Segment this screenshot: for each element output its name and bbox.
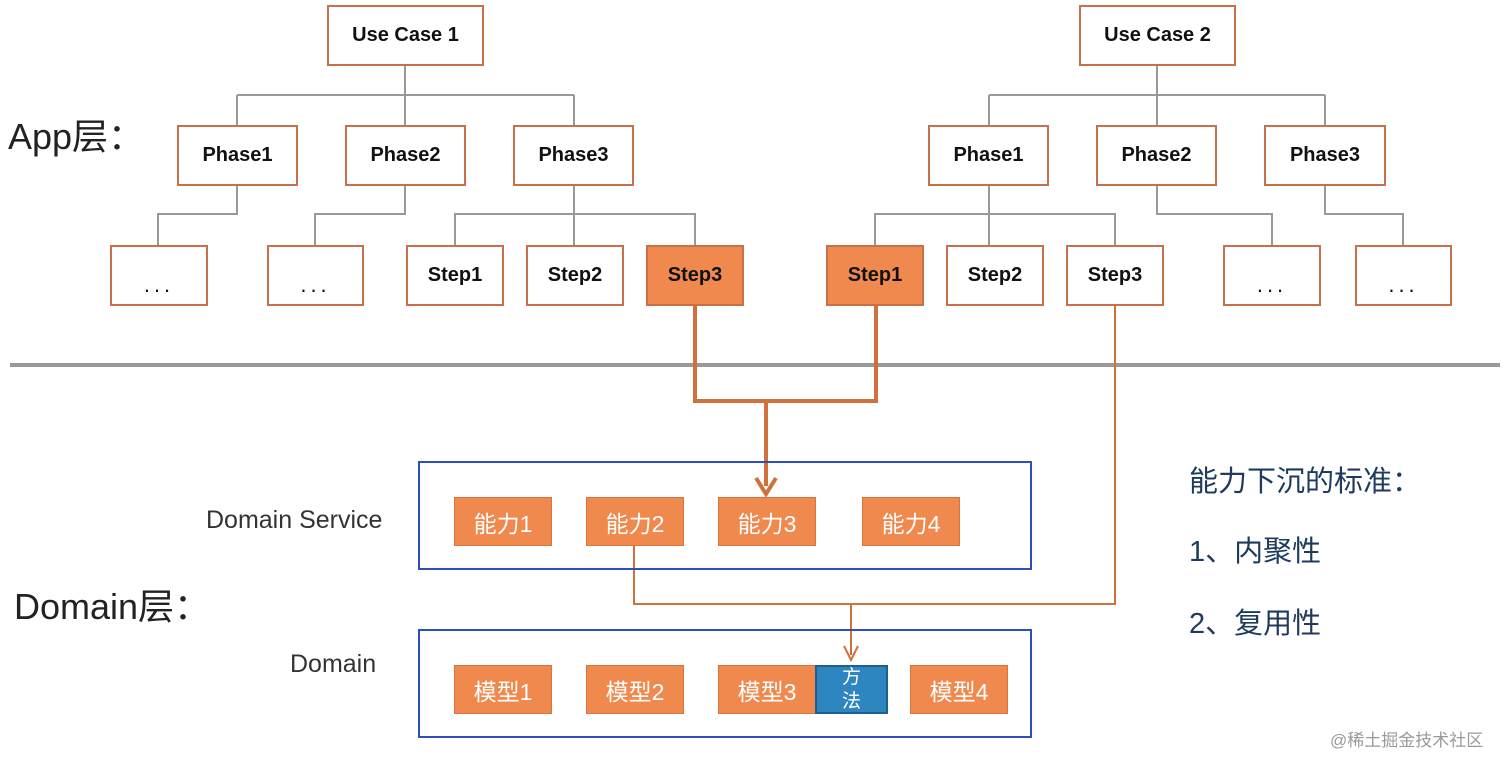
capability-4: 能力4: [862, 497, 960, 546]
model-1: 模型1: [454, 665, 552, 714]
domain-service-frame: [418, 461, 1032, 570]
uc1-phase1-box: Phase1: [177, 125, 298, 186]
uc2-ellipsis-box-2: ...: [1355, 245, 1452, 306]
domain-service-label: Domain Service: [206, 506, 383, 534]
domain-frame: [418, 629, 1032, 738]
uc1-phase3-box: Phase3: [513, 125, 634, 186]
uc1-ellipsis-box-1: ...: [110, 245, 208, 306]
uc2-step3-box: Step3: [1066, 245, 1164, 306]
uc2-step2-box: Step2: [946, 245, 1044, 306]
criteria-title: 能力下沉的标准：: [1189, 466, 1422, 498]
capability-1: 能力1: [454, 497, 552, 546]
watermark: @稀土掘金技术社区: [1330, 731, 1484, 750]
app-layer-label: App层：: [8, 116, 145, 157]
uc1-step3-box-highlighted: Step3: [646, 245, 744, 306]
uc1-step2-box: Step2: [526, 245, 624, 306]
model-2: 模型2: [586, 665, 684, 714]
criteria-item-cohesion: 1、内聚性: [1189, 536, 1322, 568]
use-case-2-tree-lines: [874, 66, 1404, 245]
uc2-step1-box-highlighted: Step1: [826, 245, 924, 306]
method-char-2: 法: [841, 690, 861, 712]
capability-3: 能力3: [718, 497, 816, 546]
criteria-item-reuse: 2、复用性: [1189, 608, 1322, 640]
model-4: 模型4: [910, 665, 1008, 714]
use-case-1-box: Use Case 1: [327, 5, 484, 66]
uc2-phase2-box: Phase2: [1096, 125, 1217, 186]
domain-label: Domain: [290, 650, 377, 678]
uc1-step1-box: Step1: [406, 245, 504, 306]
reuse-flow-lines: [693, 306, 878, 486]
capability-2: 能力2: [586, 497, 684, 546]
domain-layer-label: Domain层：: [14, 586, 211, 627]
reuse-arrowhead: [754, 476, 778, 498]
method-char-1: 方: [841, 666, 861, 688]
method-box: 方 法: [815, 665, 888, 714]
uc1-ellipsis-box-2: ...: [267, 245, 364, 306]
uc2-phase1-box: Phase1: [928, 125, 1049, 186]
uc1-phase2-box: Phase2: [345, 125, 466, 186]
use-case-1-tree-lines: [157, 66, 696, 245]
uc2-ellipsis-box-1: ...: [1223, 245, 1321, 306]
method-arrowhead: [843, 645, 859, 663]
model-3: 模型3: [718, 665, 816, 714]
uc2-phase3-box: Phase3: [1264, 125, 1386, 186]
use-case-2-box: Use Case 2: [1079, 5, 1236, 66]
